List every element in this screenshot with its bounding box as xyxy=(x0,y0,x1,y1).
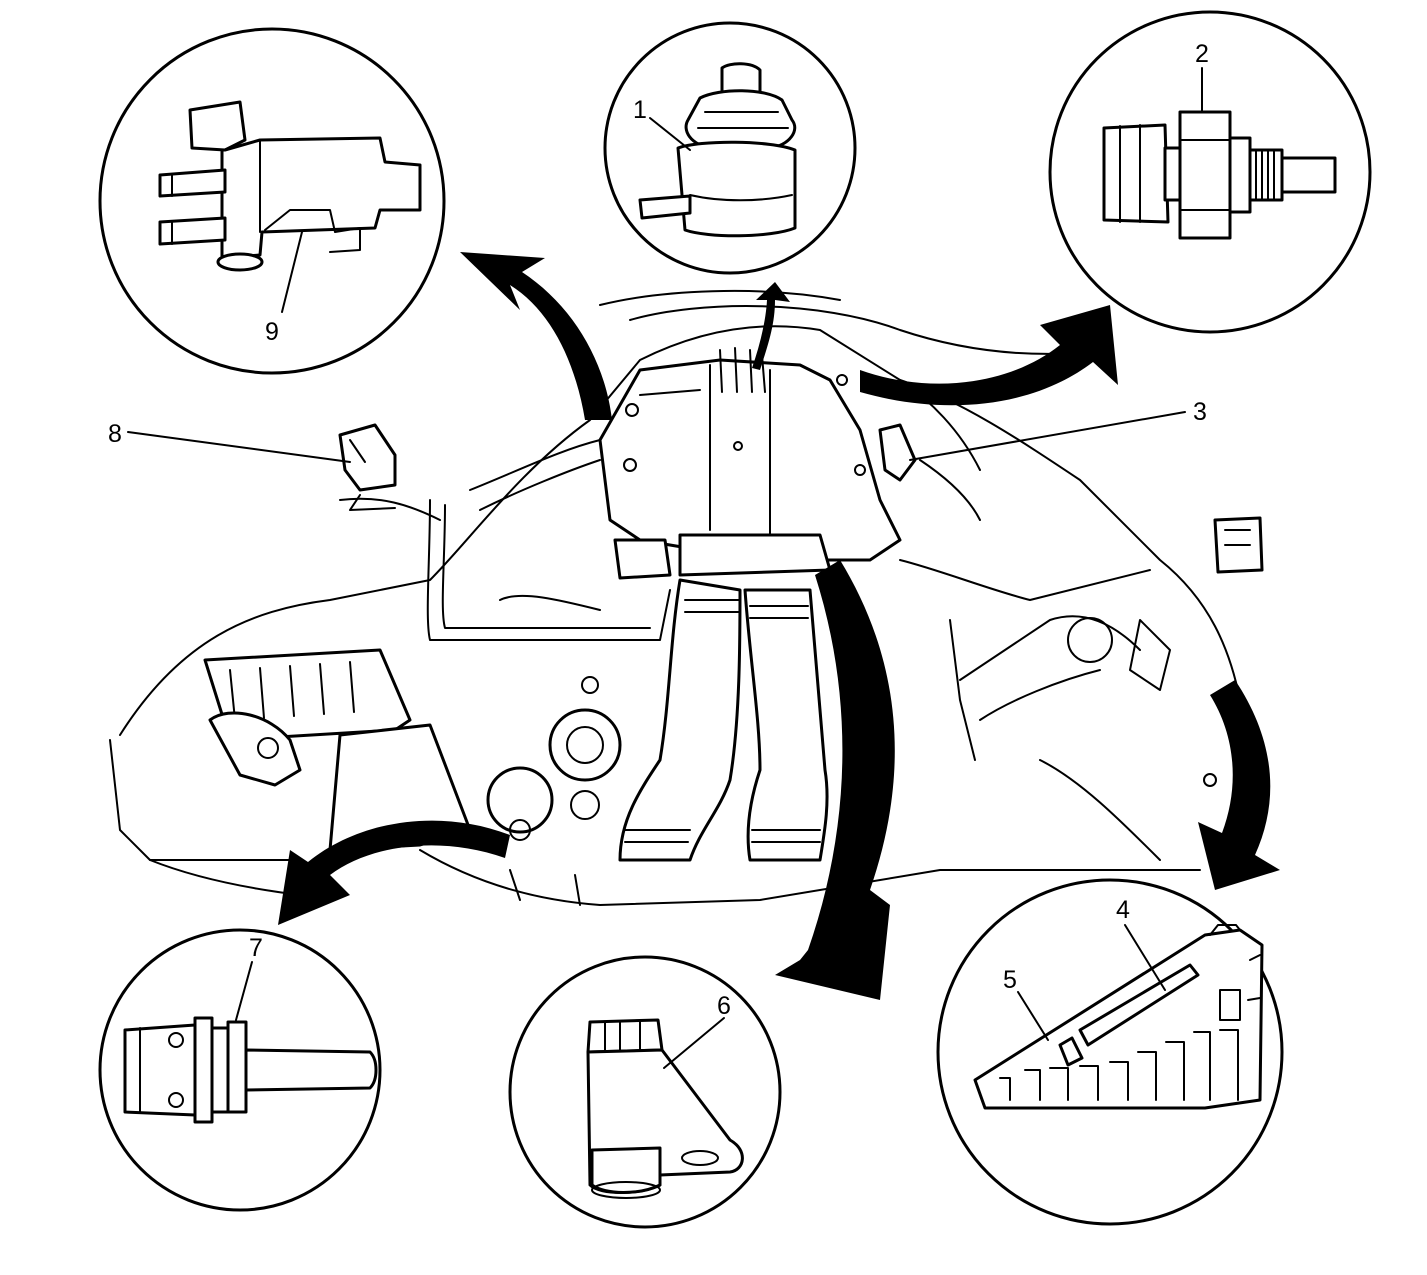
fuse-relay-block-drawing xyxy=(973,924,1264,1110)
callout-label-4: 4 xyxy=(1116,896,1130,924)
in-bay-callouts: 3 8 xyxy=(108,398,1207,463)
callout-label-2: 2 xyxy=(1195,40,1209,68)
callout-label-7: 7 xyxy=(249,934,263,962)
detail-circle-part-7: 7 xyxy=(98,928,382,1212)
arrow-to-part-6 xyxy=(775,560,895,1000)
sensor-6-drawing xyxy=(586,1018,744,1199)
leader-line-9 xyxy=(281,231,303,313)
detail-circle-part-9: 9 xyxy=(98,27,446,375)
detail-circle-part-1: 1 xyxy=(603,21,857,275)
callout-label-9: 9 xyxy=(265,318,279,346)
arrow-to-part-9 xyxy=(460,252,612,420)
engine-bay xyxy=(109,289,1264,906)
detail-circle-part-2: 2 xyxy=(1048,10,1372,334)
callout-label-5: 5 xyxy=(1003,966,1017,994)
callout-label-8: 8 xyxy=(108,420,122,448)
leader-line-4 xyxy=(1124,924,1166,991)
detail-circle-part-4-5: 4 5 xyxy=(936,878,1284,1226)
temperature-sensor-drawing xyxy=(1102,110,1337,240)
arrow-to-part-1 xyxy=(752,282,790,370)
leader-line-6 xyxy=(663,1017,725,1069)
callout-label-1: 1 xyxy=(633,96,647,124)
pointer-arrows xyxy=(278,252,1280,1000)
leader-line-1 xyxy=(649,117,691,151)
leader-line-7 xyxy=(235,961,253,1021)
arrow-to-part-7 xyxy=(278,820,510,925)
callout-label-3: 3 xyxy=(1193,398,1207,426)
leader-line-3 xyxy=(909,411,1186,461)
leader-line-8 xyxy=(127,431,351,463)
vacuum-solenoid-drawing xyxy=(158,100,422,272)
detail-circle-part-6: 6 xyxy=(508,955,782,1229)
callout-label-6: 6 xyxy=(717,992,731,1020)
arrow-to-part-2 xyxy=(860,305,1118,406)
sensor-7-drawing xyxy=(123,1016,378,1124)
leader-line-5 xyxy=(1017,991,1049,1041)
arrow-to-part-4-5 xyxy=(1198,680,1280,890)
fuel-pressure-regulator-drawing xyxy=(638,62,797,238)
